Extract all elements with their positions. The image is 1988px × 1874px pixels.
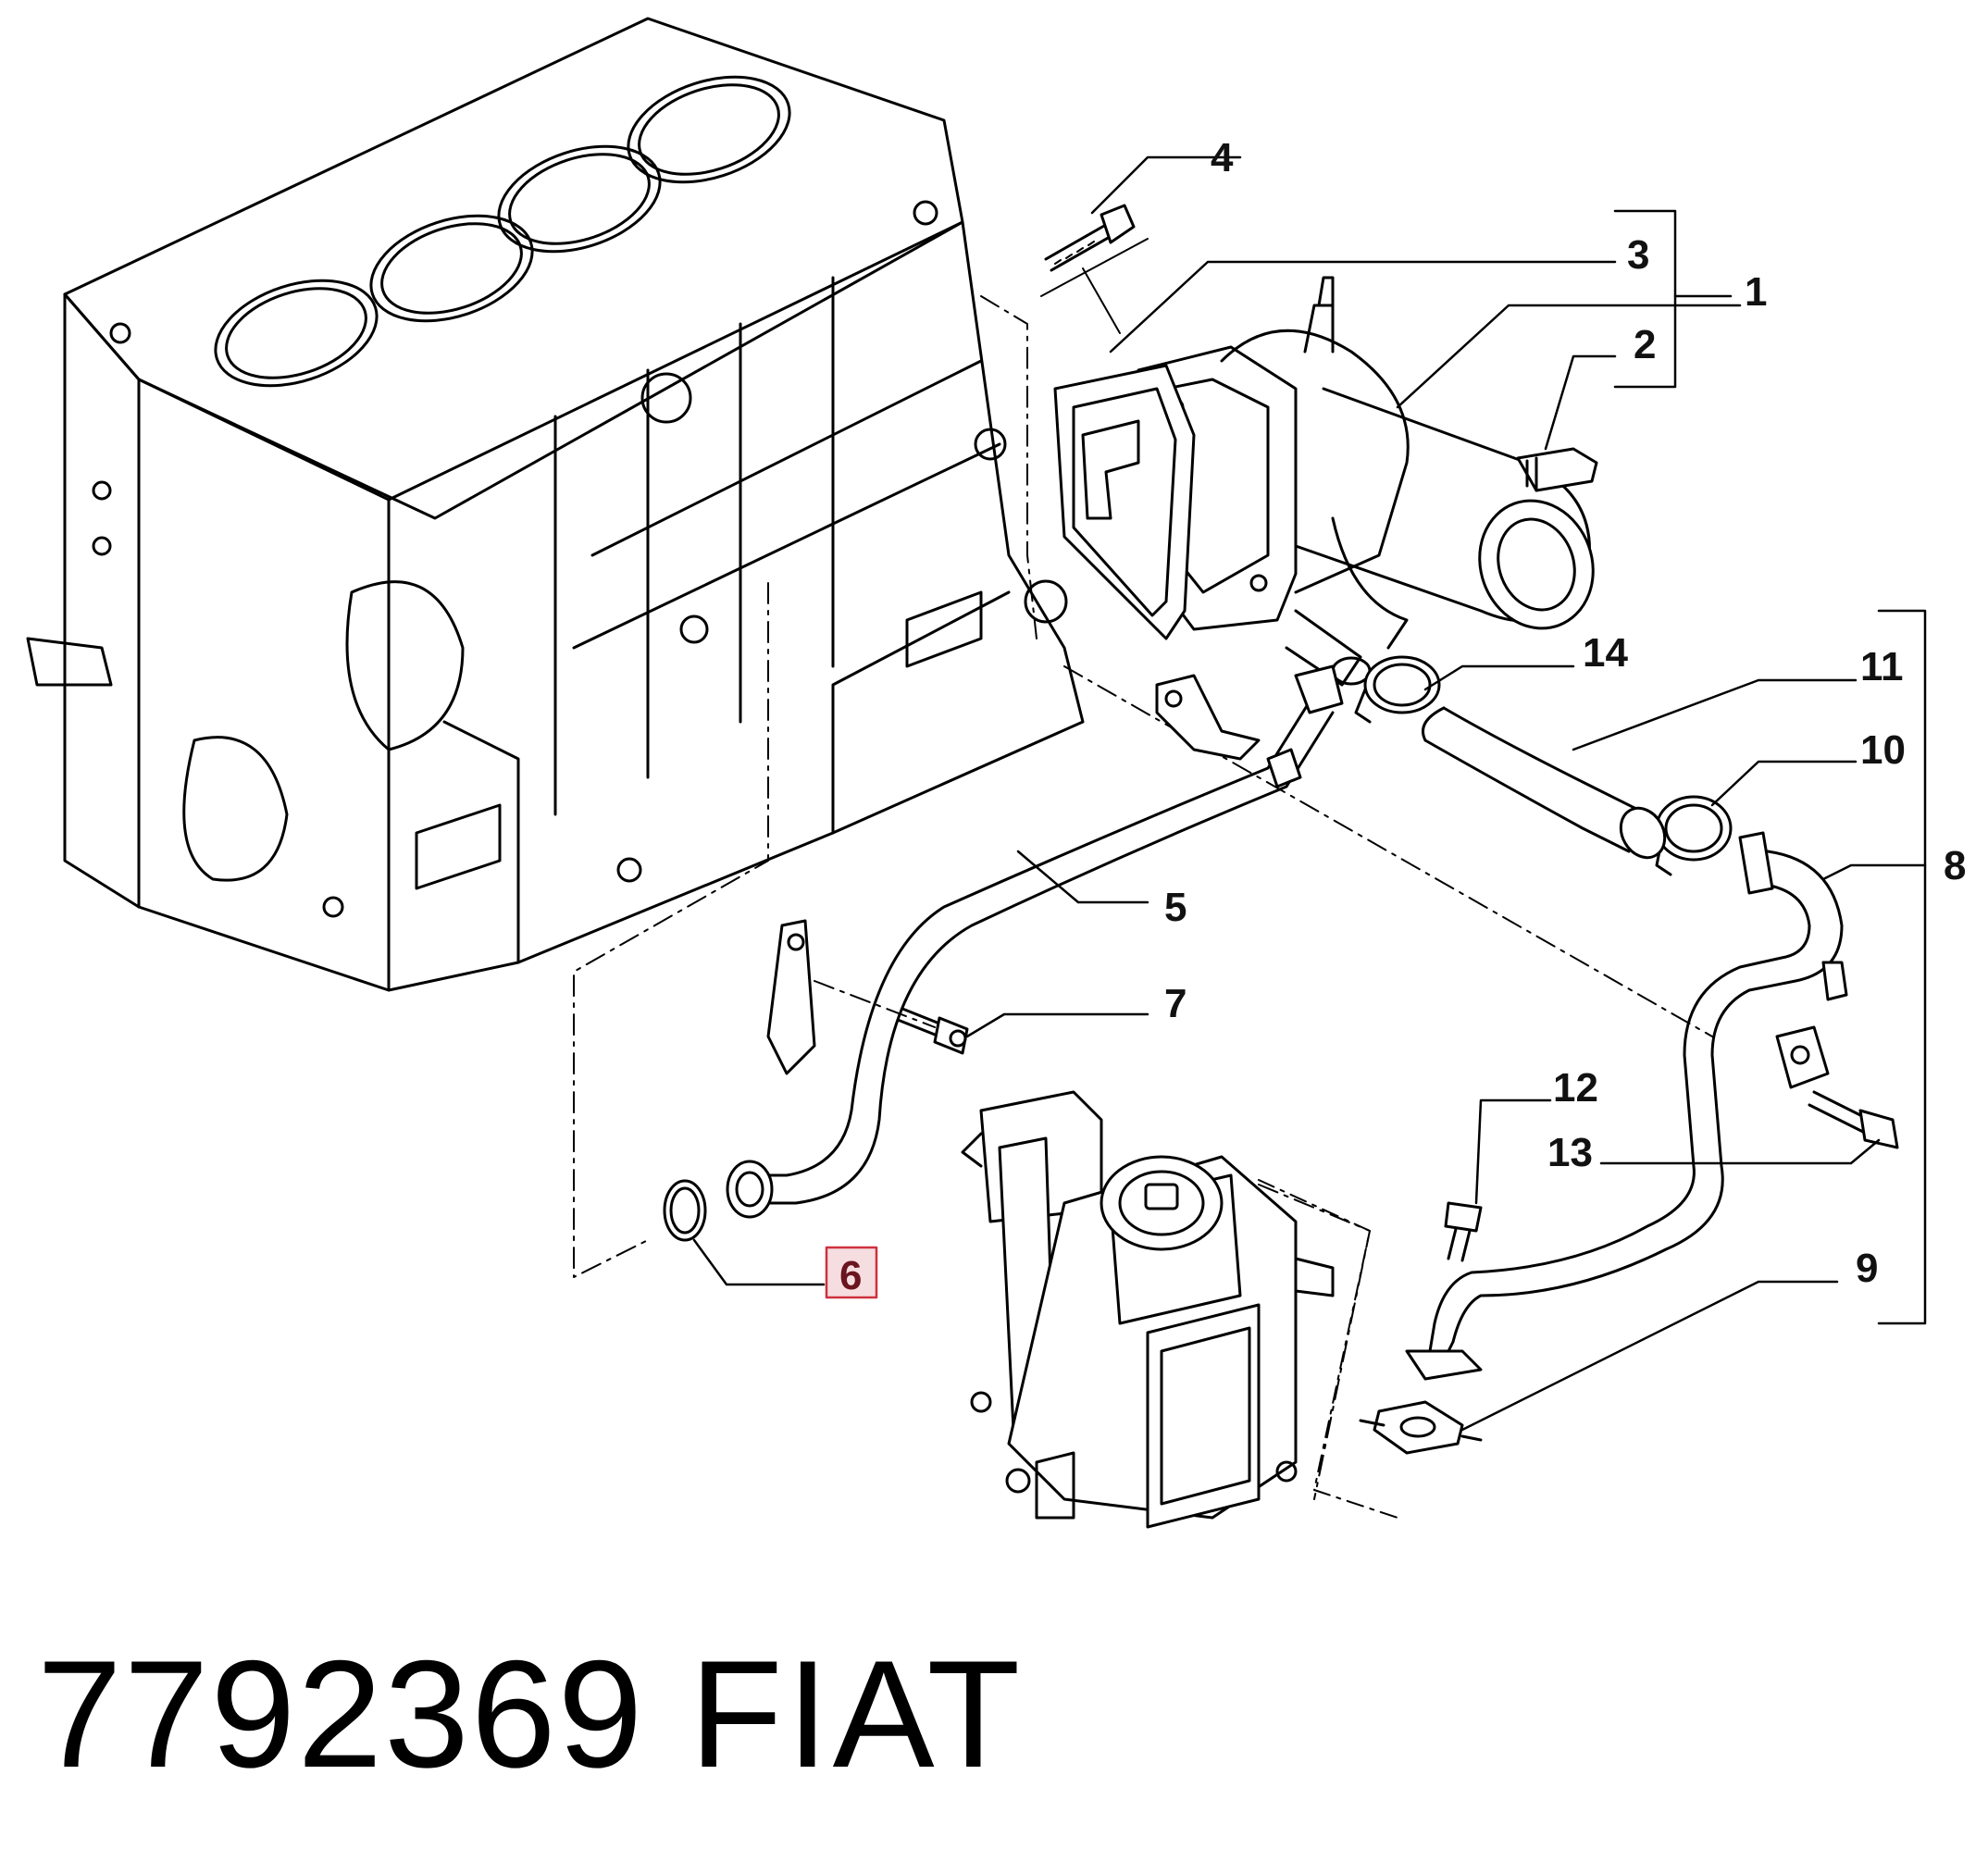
- part-number: 7792369: [37, 1629, 645, 1799]
- callout-14: 14: [1583, 630, 1628, 676]
- o-ring-6: [663, 1179, 707, 1242]
- housing-gasket: [1053, 364, 1196, 640]
- callout-3: 3: [1627, 232, 1649, 278]
- engine-block: [26, 17, 1085, 992]
- temperature-sensor: [1516, 447, 1598, 492]
- callout-1: 1: [1745, 269, 1767, 315]
- callout-13: 13: [1547, 1130, 1593, 1175]
- hose-clamp-10: [1655, 795, 1733, 876]
- group-bracket-8: [1877, 609, 1927, 1325]
- brand-name: FIAT: [690, 1629, 1025, 1799]
- rubber-hose: [1422, 706, 1667, 860]
- metal-pipe-9: [1405, 831, 1848, 1381]
- callout-7: 7: [1164, 981, 1187, 1026]
- leader-lines: [692, 155, 1927, 1432]
- callout-2: 2: [1634, 322, 1656, 367]
- bolt-13: [1808, 1090, 1899, 1149]
- callout-6: 6: [839, 1253, 862, 1298]
- callout-labels: 1 2 3 4 5 6 7 8 9 10 11 12 13 14: [825, 135, 1966, 1299]
- group-bracket-1-3: [1613, 209, 1733, 389]
- callout-9: 9: [1856, 1246, 1878, 1291]
- bolt-7: [896, 1007, 969, 1055]
- callout-12: 12: [1553, 1065, 1598, 1111]
- filter-dash-outline: [1258, 1179, 1398, 1519]
- metal-pipe-5: [726, 664, 1344, 1219]
- callout-10: 10: [1860, 727, 1906, 773]
- oil-filter-housing: [961, 1090, 1335, 1529]
- hose-clamp-14: [1354, 655, 1441, 724]
- callout-6-highlight: [825, 1246, 878, 1299]
- callout-8: 8: [1944, 843, 1966, 888]
- callout-5: 5: [1164, 885, 1187, 930]
- flange-gasket: [1359, 1400, 1483, 1455]
- callout-11: 11: [1860, 644, 1904, 689]
- callout-4: 4: [1211, 135, 1234, 180]
- bolt-12: [1444, 1201, 1483, 1262]
- bolt-4: [1040, 204, 1149, 334]
